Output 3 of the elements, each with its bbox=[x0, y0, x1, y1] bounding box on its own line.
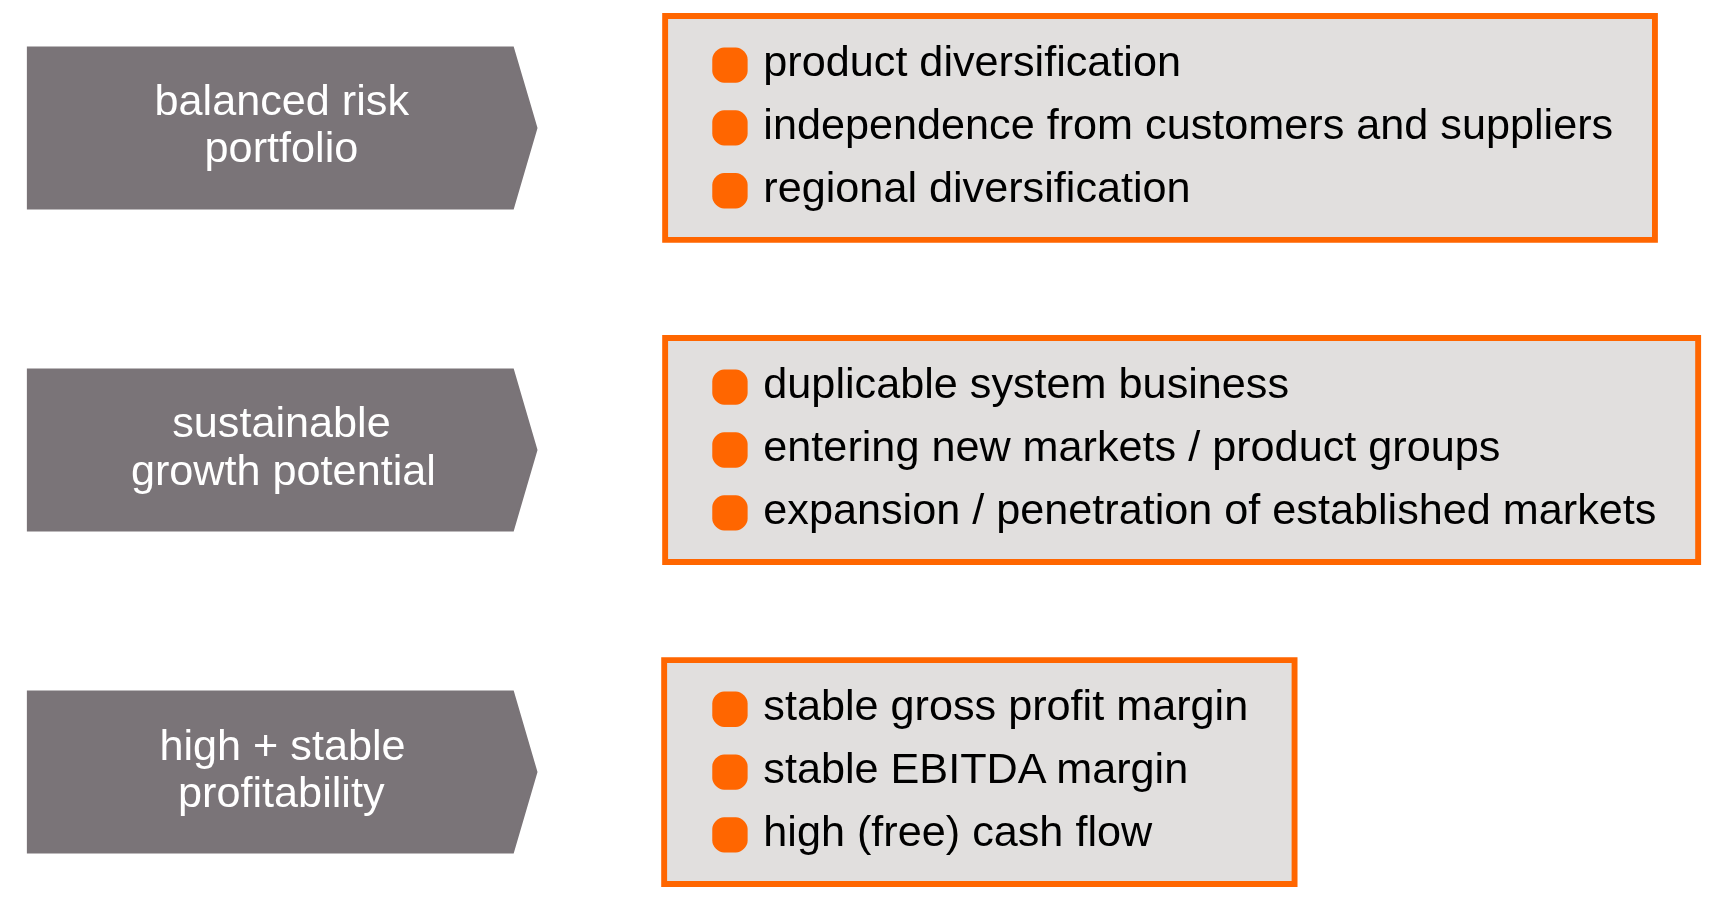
node-box: product diversification independence from customers and suppliers regional diversification bbox=[662, 13, 1658, 243]
node-box: duplicable system business entering new markets / product groups expansion / penetration of established markets bbox=[662, 335, 1702, 565]
node-box: stable gross profit margin stable EBITDA margin high (free) cash flow bbox=[661, 657, 1298, 887]
